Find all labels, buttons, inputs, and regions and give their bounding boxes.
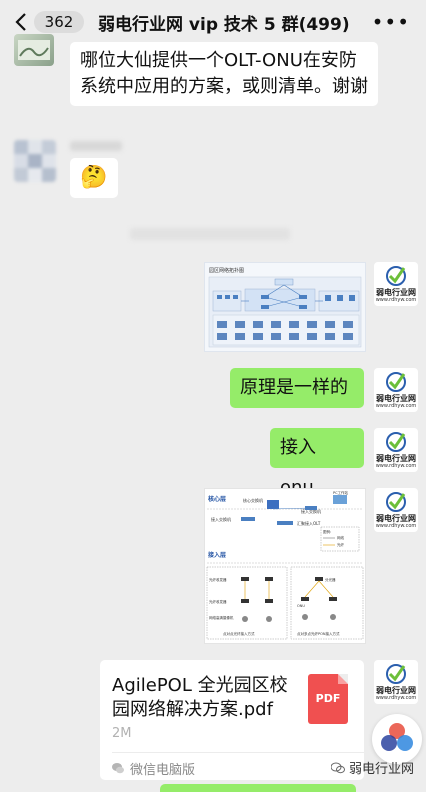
access-layer-label: 接入层	[207, 551, 226, 559]
logo-subtext: www.rdhyw.com	[375, 695, 417, 701]
logo-check-icon	[386, 266, 406, 286]
camera-label: 网络高清摄像机	[209, 615, 234, 620]
message-emoji[interactable]: 🤔	[70, 158, 118, 198]
message-reply-principle[interactable]: 原理是一样的	[230, 368, 364, 408]
self-avatar[interactable]: 弱电行业网 www.rdhyw.com	[374, 488, 418, 532]
transceiver-label: 光纤收发器	[209, 577, 227, 582]
timestamp-blurred	[130, 228, 290, 240]
avatar-image	[14, 140, 56, 182]
chat-title: 弱电行业网 vip 技术 5 群(499)	[98, 15, 350, 35]
logo-check-icon	[386, 492, 406, 512]
onu-label: ONU	[297, 604, 305, 608]
pc-label: PC工作站	[333, 490, 349, 495]
access-switch-label: 接入交换机	[211, 516, 231, 522]
sender-name-blurred	[70, 141, 122, 151]
caption-pon: 点对多点光纤PON接入方式	[297, 631, 340, 636]
file-message-card[interactable]: AgilePOL 全光园区校园网络解决方案.pdf PDF 2M 微信电脑版	[100, 660, 364, 780]
logo-text: 弱电行业网	[376, 514, 416, 523]
logo-subtext: www.rdhyw.com	[375, 463, 417, 469]
chat-header: 362 弱电行业网 vip 技术 5 群(499) •••	[0, 0, 426, 44]
caption-p2p: 点对点光纤接入方式	[223, 631, 255, 636]
logo-text: 弱电行业网	[376, 288, 416, 297]
back-arrow-icon[interactable]	[14, 12, 28, 32]
pdf-icon-label: PDF	[315, 692, 341, 705]
olt-onu-diagram: 核心层 核心交换机 PC工作站 接入交换机 接入交换机 汇聚接入OLT 图例: …	[206, 490, 364, 640]
core-layer-label: 核心层	[208, 495, 226, 503]
file-size: 2M	[112, 726, 132, 741]
more-options-icon[interactable]: •••	[371, 10, 410, 34]
topology-diagram: 园区网络拓扑图	[208, 267, 362, 348]
message-text: 原理是一样的	[240, 377, 348, 398]
logo-text: 弱电行业网	[376, 454, 416, 463]
logo-text: 弱电行业网	[376, 394, 416, 403]
logo-check-icon	[386, 664, 406, 684]
image-olt-onu-diagram[interactable]: 核心层 核心交换机 PC工作站 接入交换机 接入交换机 汇聚接入OLT 图例: …	[204, 488, 366, 644]
floating-share-button[interactable]	[372, 714, 422, 764]
logo-check-icon	[386, 372, 406, 392]
logo-subtext: www.rdhyw.com	[375, 297, 417, 303]
legend-fiber: 光纤	[337, 542, 345, 547]
self-avatar[interactable]: 弱电行业网 www.rdhyw.com	[374, 368, 418, 412]
sender-avatar-blurred[interactable]	[14, 140, 56, 182]
file-name: AgilePOL 全光园区校园网络解决方案.pdf	[112, 675, 288, 720]
file-divider	[112, 752, 364, 753]
splitter-label: 分光器	[325, 577, 336, 582]
transceiver-label-2: 光纤收发器	[209, 599, 227, 604]
next-message-partial	[160, 784, 356, 792]
logo-text: 弱电行业网	[376, 686, 416, 695]
wechat-pc-icon	[112, 763, 124, 774]
self-avatar[interactable]: 弱电行业网 www.rdhyw.com	[374, 262, 418, 306]
olt-label: 汇聚接入OLT	[297, 520, 321, 526]
message-reply-onu[interactable]: 接入 onu	[270, 428, 364, 498]
access-switch-label-top: 接入交换机	[301, 508, 321, 514]
legend-net: 网线	[337, 535, 345, 540]
watermark: 弱电行业网	[330, 758, 414, 777]
watermark-text: 弱电行业网	[348, 762, 414, 777]
image-network-topology[interactable]: 园区网络拓扑图	[204, 262, 366, 352]
file-source: 微信电脑版	[130, 763, 196, 778]
thinking-emoji-icon: 🤔	[80, 165, 108, 190]
core-switch-label: 核心交换机	[243, 497, 263, 503]
message-question[interactable]: 哪位大仙提供一个OLT-ONU在安防系统中应用的方案，或则清单。谢谢	[70, 42, 378, 106]
self-avatar[interactable]: 弱电行业网 www.rdhyw.com	[374, 660, 418, 704]
legend-label: 图例:	[323, 529, 331, 534]
sender-avatar[interactable]	[14, 34, 54, 66]
pdf-file-icon: PDF	[308, 674, 348, 724]
wechat-watermark-icon	[330, 762, 345, 774]
logo-subtext: www.rdhyw.com	[375, 523, 417, 529]
diagram-title: 园区网络拓扑图	[209, 267, 244, 274]
avatar-image	[18, 40, 50, 60]
logo-subtext: www.rdhyw.com	[375, 403, 417, 409]
self-avatar[interactable]: 弱电行业网 www.rdhyw.com	[374, 428, 418, 472]
message-text: 哪位大仙提供一个OLT-ONU在安防系统中应用的方案，或则清单。谢谢	[80, 50, 368, 97]
logo-check-icon	[386, 432, 406, 452]
unread-count-badge[interactable]: 362	[34, 11, 84, 33]
share-flower-icon	[381, 723, 413, 751]
